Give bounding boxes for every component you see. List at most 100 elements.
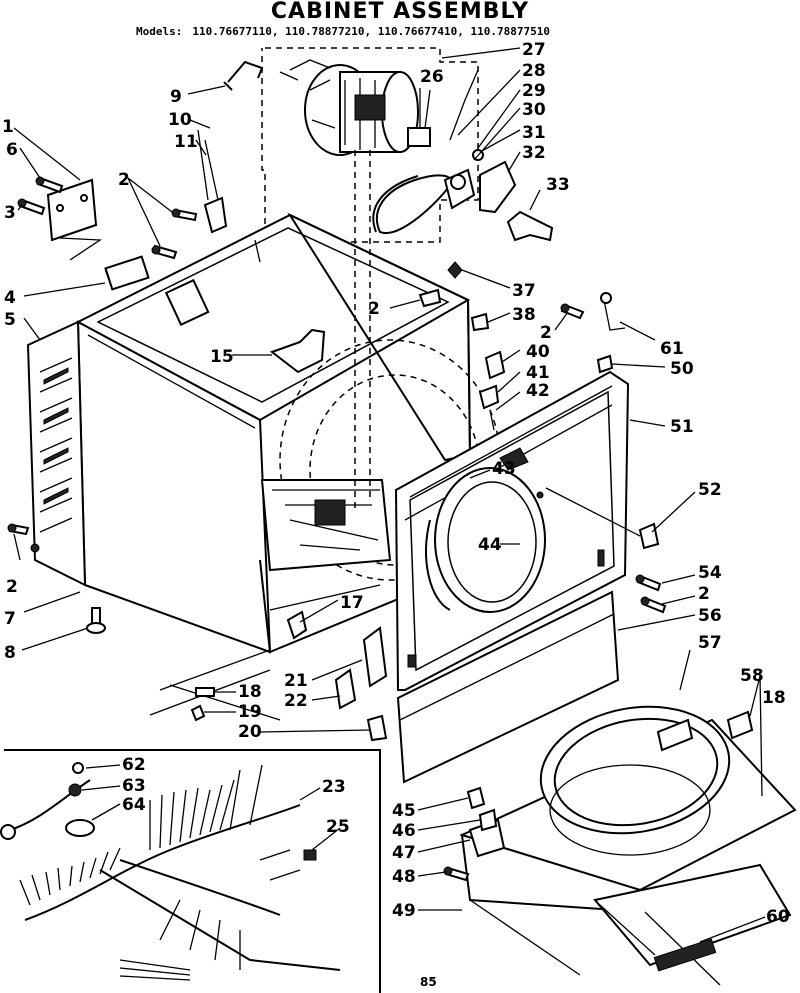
cabinet-top-frame [75, 213, 471, 422]
model-numbers: Models: 110.76677110, 110.78877210, 110.7… [136, 25, 736, 38]
part-46 [478, 808, 498, 832]
part-37 [447, 261, 463, 279]
callout-60: 60 [766, 907, 790, 927]
sensor-wire-61 [603, 299, 626, 331]
part-52 [638, 522, 660, 550]
front-panel [394, 370, 630, 691]
motor-assembly [261, 47, 554, 243]
callout-33: 33 [546, 175, 570, 195]
callout-32: 32 [522, 143, 546, 163]
callout-37: 37 [512, 281, 536, 301]
callout-56: 56 [698, 606, 722, 626]
callout-18: 18 [238, 682, 262, 702]
callout-2: 2 [118, 170, 130, 190]
diagram-title: CABINET ASSEMBLY [270, 0, 530, 24]
callout-26: 26 [420, 67, 444, 87]
callout-46: 46 [392, 821, 416, 841]
callout-44: 44 [478, 535, 502, 555]
door-switch [362, 626, 388, 688]
callout-22: 22 [284, 691, 308, 711]
callout-48: 48 [392, 867, 416, 887]
part-58 [656, 718, 694, 752]
clip-2 [418, 288, 442, 308]
part-19 [190, 704, 206, 722]
blower-wheel [506, 210, 554, 242]
callout-42: 42 [526, 381, 550, 401]
callout-25: 25 [326, 817, 350, 837]
callout-27: 27 [522, 40, 546, 60]
callout-7: 7 [4, 609, 16, 629]
callout-3: 3 [4, 203, 16, 223]
switch-bracket [203, 196, 228, 234]
callout-10: 10 [168, 110, 192, 130]
callout-41: 41 [526, 363, 550, 383]
callout-19: 19 [238, 702, 262, 722]
callout-labels: 1 6 3 2 4 5 2 7 8 9 10 11 15 26 27 28 29… [2, 40, 790, 927]
bracket-15 [269, 328, 326, 374]
clip-17 [286, 610, 308, 640]
callout-8: 8 [4, 643, 16, 663]
part-20 [366, 714, 388, 742]
part-40 [484, 350, 506, 380]
callout-4: 4 [4, 288, 16, 308]
callout-23: 23 [322, 777, 346, 797]
leveling-leg [86, 607, 106, 634]
callout-49: 49 [392, 901, 416, 921]
callout-38: 38 [512, 305, 536, 325]
side-panel [26, 320, 87, 587]
callout-58: 58 [740, 666, 764, 686]
leader-lines [13, 47, 766, 943]
drive-belt [375, 174, 452, 235]
callout-2: 2 [6, 577, 18, 597]
callout-30: 30 [522, 100, 546, 120]
part-50 [596, 354, 614, 374]
callout-57: 57 [698, 633, 722, 653]
motor-mount-bracket [479, 160, 517, 214]
callout-2: 2 [540, 323, 552, 343]
callout-61: 61 [660, 339, 684, 359]
latch-22 [334, 668, 357, 710]
models-list: 110.76677110, 110.78877210, 110.76677410… [192, 25, 550, 38]
page-number: 85 [420, 975, 437, 989]
callout-15: 15 [210, 347, 234, 367]
callout-28: 28 [522, 61, 546, 81]
callout-47: 47 [392, 843, 416, 863]
callout-50: 50 [670, 359, 694, 379]
part-45 [466, 786, 486, 810]
part-38 [470, 312, 490, 332]
callout-45: 45 [392, 801, 416, 821]
callout-6: 6 [6, 140, 18, 160]
wire-clip [223, 60, 264, 91]
callout-43: 43 [492, 459, 516, 479]
callout-5: 5 [4, 310, 16, 330]
models-label: Models: [136, 25, 183, 38]
wiring-harness-inset [0, 749, 381, 993]
callout-21: 21 [284, 671, 308, 691]
callout-63: 63 [122, 776, 146, 796]
part-41 [478, 384, 500, 410]
callout-2: 2 [698, 584, 710, 604]
screws-left [7, 176, 198, 536]
callout-9: 9 [170, 87, 182, 107]
motor [279, 59, 419, 156]
callout-18: 18 [762, 688, 786, 708]
motor-switch [407, 127, 431, 147]
callout-31: 31 [522, 123, 546, 143]
callout-62: 62 [122, 755, 146, 775]
part-18 [195, 687, 215, 697]
callout-64: 64 [122, 795, 146, 815]
callout-40: 40 [526, 342, 550, 362]
callout-29: 29 [522, 81, 546, 101]
callout-54: 54 [698, 563, 722, 583]
base-assembly [443, 705, 797, 986]
callout-2: 2 [368, 299, 380, 319]
callout-51: 51 [670, 417, 694, 437]
door-hinge-4 [104, 255, 150, 291]
callout-17: 17 [340, 593, 364, 613]
callout-52: 52 [698, 480, 722, 500]
callout-11: 11 [174, 132, 198, 152]
base-rail-60 [653, 938, 717, 972]
idler-pulley [450, 174, 466, 190]
callout-1: 1 [2, 117, 14, 137]
